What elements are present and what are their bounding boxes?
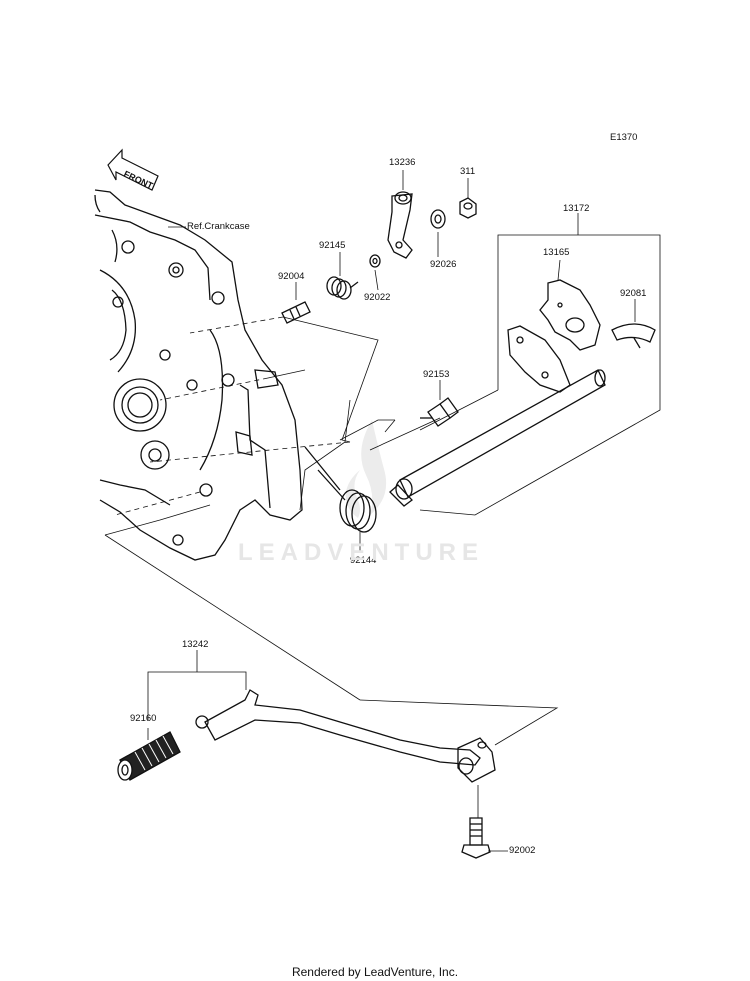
part-label-92144[interactable]: 92144 (350, 555, 377, 566)
part-label-13236[interactable]: 13236 (389, 157, 416, 168)
part-label-92160[interactable]: 92160 (130, 713, 157, 724)
part-label-92002[interactable]: 92002 (509, 845, 536, 856)
part-92153-drawing (420, 397, 459, 427)
leader-lines (147, 170, 636, 852)
part-label-92145[interactable]: 92145 (319, 240, 346, 251)
part-13172-drawing (389, 325, 606, 507)
diagram-code: E1370 (610, 132, 638, 143)
part-92004-drawing (281, 301, 311, 324)
watermark-text: LEADVENTURE (238, 539, 485, 566)
crankcase-drawing (94, 189, 303, 561)
part-311-drawing (459, 197, 477, 219)
part-label-13242[interactable]: 13242 (182, 639, 209, 650)
part-label-13165[interactable]: 13165 (543, 247, 570, 258)
footer-credit: Rendered by LeadVenture, Inc. (291, 965, 459, 979)
part-92145-drawing (326, 276, 359, 300)
part-92144-drawing (304, 446, 377, 533)
part-label-13172[interactable]: 13172 (563, 203, 590, 214)
part-label-92004[interactable]: 92004 (278, 271, 305, 282)
part-label-92022[interactable]: 92022 (364, 292, 391, 303)
part-92026-drawing (430, 209, 446, 229)
front-arrow-icon: FRONT (107, 148, 159, 191)
part-label-311[interactable]: 311 (460, 166, 476, 177)
part-label-92026[interactable]: 92026 (430, 259, 457, 270)
watermark-flame-icon (345, 420, 387, 518)
part-92002-drawing (461, 817, 491, 859)
dashed-guides (114, 316, 351, 516)
part-13242-drawing (195, 689, 496, 783)
part-13165-drawing (539, 279, 601, 351)
part-92160-drawing (117, 731, 181, 781)
part-13236-drawing (387, 191, 413, 259)
ref-crankcase-label: Ref.Crankcase (187, 221, 250, 232)
part-label-92153[interactable]: 92153 (423, 369, 450, 380)
part-92081-drawing (611, 323, 656, 349)
part-92022-drawing (369, 254, 381, 268)
part-label-92081[interactable]: 92081 (620, 288, 647, 299)
perspective-lines (104, 234, 661, 746)
